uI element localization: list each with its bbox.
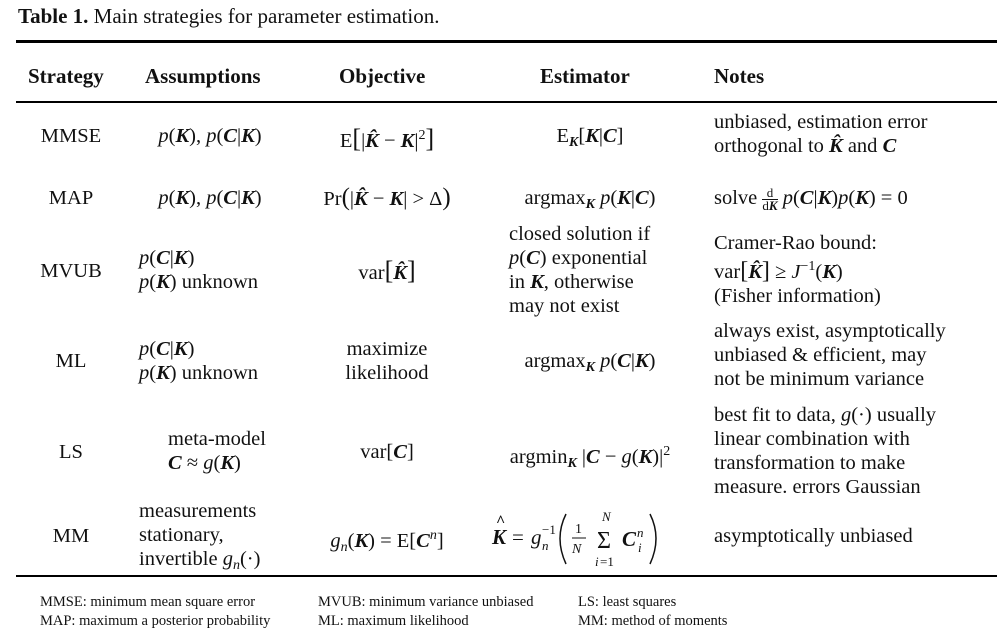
- strategy-cell: MMSE: [40, 125, 102, 147]
- assumptions-cell: p(K), p(C|K): [158, 125, 262, 147]
- svg-text:K: K: [491, 525, 508, 549]
- header-objective: Objective: [339, 64, 426, 88]
- objective-cell: gn(K) = E[Cn]: [330, 528, 444, 555]
- notes-cell: Cramer-Rao bound: var[K̂] ≥ J−1(K) (Fish…: [714, 232, 881, 307]
- table-caption: Table 1. Main strategies for parameter e…: [18, 4, 439, 29]
- svg-text:=: =: [512, 525, 524, 549]
- notes-cell: unbiased, estimation error orthogonal to…: [714, 111, 928, 157]
- objective-cell: maximize likelihood: [345, 338, 429, 384]
- strategy-cell: ML: [55, 350, 87, 372]
- svg-text:i: i: [595, 554, 599, 569]
- mm-estimator-formula: K ^ = g n −1 1 N N Σ i =1 C n i: [491, 509, 657, 569]
- assumptions-cell: measurements stationary, invertible gn(·…: [139, 500, 261, 573]
- table-caption-text: Main strategies for parameter estimation…: [93, 4, 440, 28]
- strategy-cell: MVUB: [40, 260, 102, 282]
- svg-text:N: N: [601, 509, 612, 524]
- assumptions-cell: meta-model C ≈ g(K): [168, 428, 266, 474]
- estimator-cell: argminK |C − g(K)|2: [509, 444, 671, 471]
- footnote: MM: method of moments: [578, 613, 728, 629]
- svg-text:Σ: Σ: [597, 528, 611, 554]
- estimator-cell: argmaxK p(C|K): [524, 350, 656, 375]
- strategy-cell: MM: [52, 525, 90, 547]
- header-rule: [16, 101, 997, 103]
- objective-cell: var[C]: [360, 441, 414, 463]
- notes-cell: asymptotically unbiased: [714, 525, 913, 547]
- footnote: MMSE: minimum mean square error: [40, 594, 256, 610]
- objective-cell: var[K̂]: [358, 256, 416, 285]
- svg-text:n: n: [542, 538, 549, 553]
- assumptions-cell: p(C|K) p(K) unknown: [139, 338, 259, 384]
- footnote: MAP: maximum a posterior probability: [40, 613, 271, 629]
- header-strategy: Strategy: [28, 64, 104, 88]
- svg-text:1: 1: [575, 522, 582, 537]
- top-rule: [16, 40, 997, 43]
- svg-text:N: N: [571, 542, 582, 557]
- estimator-cell: closed solution if p(C) exponential in K…: [509, 223, 651, 317]
- estimator-cell: K ^ = g n −1 1 N N Σ i =1 C n i: [490, 508, 690, 576]
- bottom-rule: [16, 575, 997, 577]
- svg-text:i: i: [638, 540, 642, 555]
- objective-cell: E[|K̂ − K|2]: [339, 124, 435, 153]
- footnote: LS: least squares: [578, 594, 677, 610]
- svg-text:=1: =1: [600, 554, 614, 569]
- objective-cell: Pr(|K̂ − K| > Δ): [323, 184, 451, 211]
- assumptions-cell: p(C|K) p(K) unknown: [139, 247, 259, 293]
- svg-text:C: C: [622, 527, 637, 551]
- notes-cell: always exist, asymptotically unbiased & …: [714, 320, 946, 390]
- table-label: Table 1.: [18, 4, 89, 28]
- svg-text:n: n: [637, 525, 644, 540]
- svg-text:−1: −1: [542, 522, 556, 537]
- footnote: ML: maximum likelihood: [318, 613, 469, 629]
- header-notes: Notes: [714, 64, 765, 88]
- footnote: MVUB: minimum variance unbiased: [318, 594, 534, 610]
- assumptions-cell: p(K), p(C|K): [158, 187, 262, 209]
- header-assumptions: Assumptions: [145, 64, 261, 88]
- estimator-cell: EK[K|C]: [556, 125, 624, 150]
- header-estimator: Estimator: [540, 64, 630, 88]
- strategy-cell: MAP: [48, 187, 94, 209]
- svg-text:g: g: [531, 525, 542, 549]
- estimator-cell: argmaxK p(K|C): [524, 187, 656, 212]
- notes-cell: best fit to data, g(·) usually linear co…: [714, 404, 937, 498]
- svg-text:^: ^: [496, 513, 505, 530]
- strategy-cell: LS: [59, 441, 83, 463]
